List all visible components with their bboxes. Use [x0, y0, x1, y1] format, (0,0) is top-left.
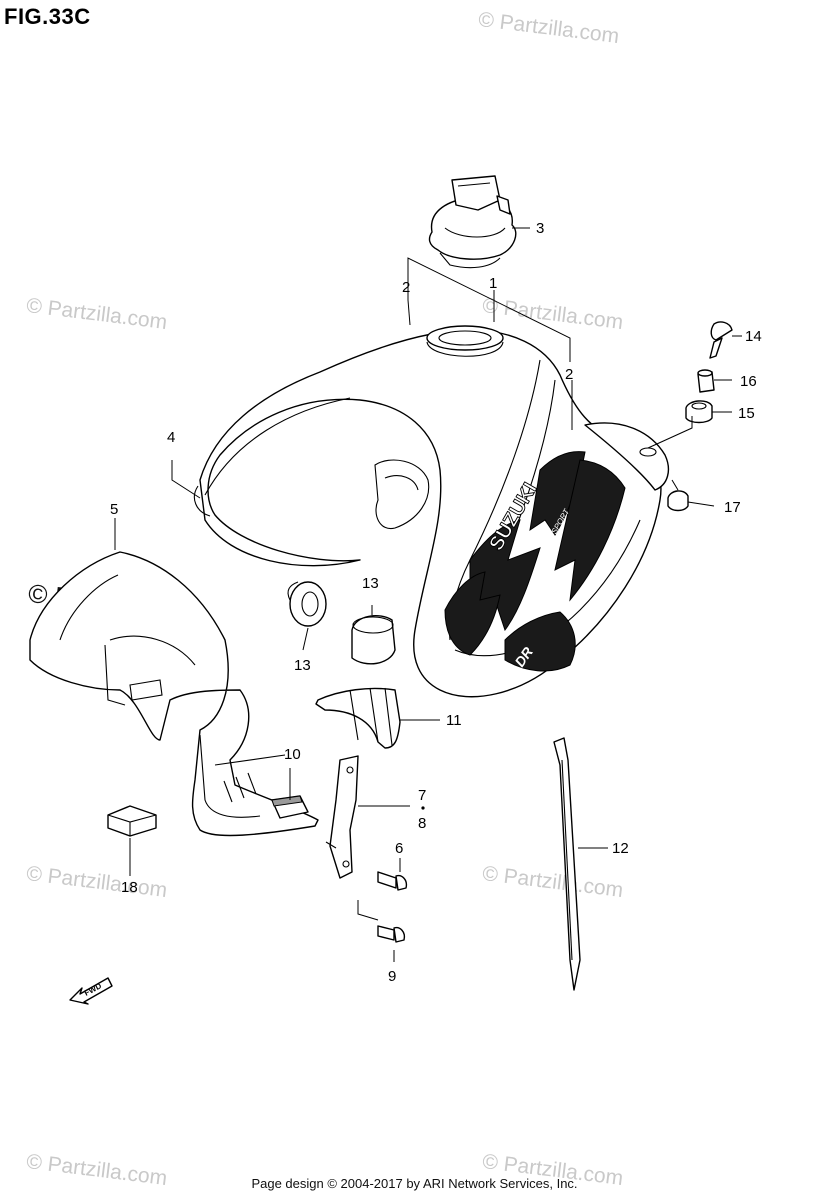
callout-11[interactable]: 11	[446, 712, 462, 729]
callout-9[interactable]: 9	[388, 968, 396, 985]
callout-18[interactable]: 18	[121, 879, 138, 896]
grommet-left[interactable]	[287, 581, 327, 627]
callout-13[interactable]: 13	[294, 657, 311, 674]
bolt-9[interactable]	[377, 925, 406, 943]
page-footer: Page design © 2004-2017 by ARI Network S…	[251, 1176, 578, 1191]
callout-13[interactable]: 13	[362, 575, 379, 592]
callout-15[interactable]: 15	[738, 405, 755, 422]
leader-lines	[114, 227, 742, 962]
cushion-17[interactable]	[667, 490, 689, 512]
fwd-arrow-icon: FWD	[69, 977, 113, 1005]
callout-4[interactable]: 4	[167, 429, 175, 446]
callout-2[interactable]: 2	[565, 366, 573, 383]
pad[interactable]	[271, 795, 309, 819]
fuel-cap[interactable]	[428, 175, 517, 269]
callout-3[interactable]: 3	[536, 220, 544, 237]
callout-14[interactable]: 14	[745, 328, 762, 345]
tank-cushion[interactable]	[315, 687, 401, 749]
cable-tie[interactable]	[553, 737, 581, 991]
callout-7[interactable]: 7	[418, 787, 426, 804]
callout-5[interactable]: 5	[110, 501, 118, 518]
callout-17[interactable]: 17	[724, 499, 741, 516]
callout-labels: 3 2 1 2 4 5 13 13 11 10 7 8 6 9 12 18 14…	[110, 220, 762, 985]
figure-title: FIG.33C	[4, 4, 91, 29]
tank-bracket[interactable]	[325, 755, 359, 879]
cushion-15[interactable]	[685, 400, 713, 424]
block-cushion[interactable]	[107, 805, 157, 837]
tank-decal: SUZUKI DUAL SPORT DR	[444, 451, 626, 672]
callout-16[interactable]: 16	[740, 373, 757, 390]
bolt-14[interactable]	[709, 321, 733, 359]
callout-8[interactable]: 8	[418, 815, 426, 832]
callout-12[interactable]: 12	[612, 840, 629, 857]
tank-edge-trim[interactable]	[193, 485, 211, 517]
callout-separator-dot	[421, 806, 425, 810]
spacer-16[interactable]	[697, 369, 715, 393]
callout-2[interactable]: 2	[402, 279, 410, 296]
callout-6[interactable]: 6	[395, 840, 403, 857]
grommet-right[interactable]	[351, 614, 396, 665]
bolt-6[interactable]	[377, 871, 408, 891]
side-cover[interactable]	[29, 551, 319, 837]
callout-10[interactable]: 10	[284, 746, 301, 763]
callout-1[interactable]: 1	[489, 275, 497, 292]
